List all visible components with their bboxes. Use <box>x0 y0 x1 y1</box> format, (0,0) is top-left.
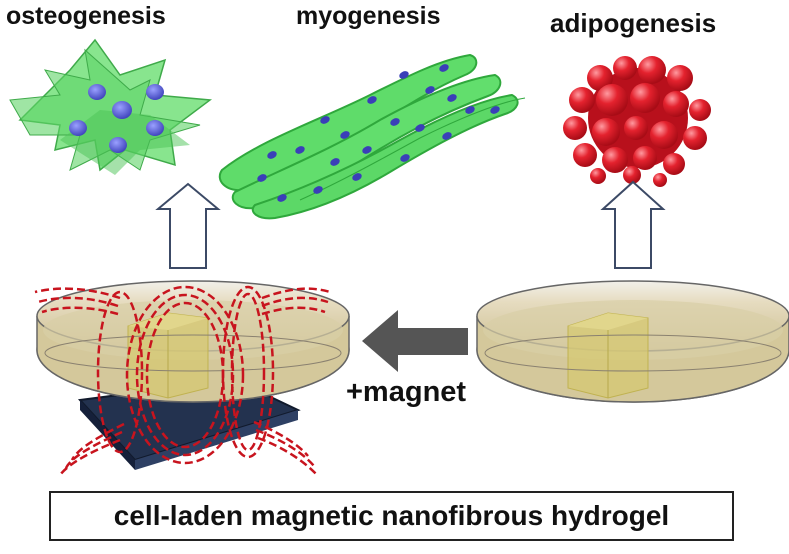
magnetic-field-lines <box>34 285 331 477</box>
adipocyte-lipid-cluster <box>563 56 711 187</box>
caption-text: cell-laden magnetic nanofibrous hydrogel <box>113 500 670 531</box>
up-arrow-left-icon <box>155 182 221 269</box>
culture-dish-no-magnet <box>476 280 789 403</box>
myotube-nuclei <box>257 64 500 202</box>
hydrogel-cube-right <box>567 312 649 399</box>
label-osteogenesis: osteogenesis <box>6 2 166 30</box>
label-adipogenesis: adipogenesis <box>550 8 717 38</box>
culture-dish-with-magnet <box>36 280 350 470</box>
osteoblast-nuclei <box>69 84 164 153</box>
label-myogenesis: myogenesis <box>296 2 441 30</box>
osteoblast-cells-illustration <box>9 38 213 175</box>
caption-box: cell-laden magnetic nanofibrous hydrogel <box>49 491 734 541</box>
hydrogel-cube-left <box>127 312 209 399</box>
myotubes-illustration <box>218 53 526 220</box>
up-arrow-right-icon <box>600 180 666 269</box>
solid-left-arrow-icon <box>362 310 468 372</box>
label-magnet: +magnet <box>346 376 467 408</box>
